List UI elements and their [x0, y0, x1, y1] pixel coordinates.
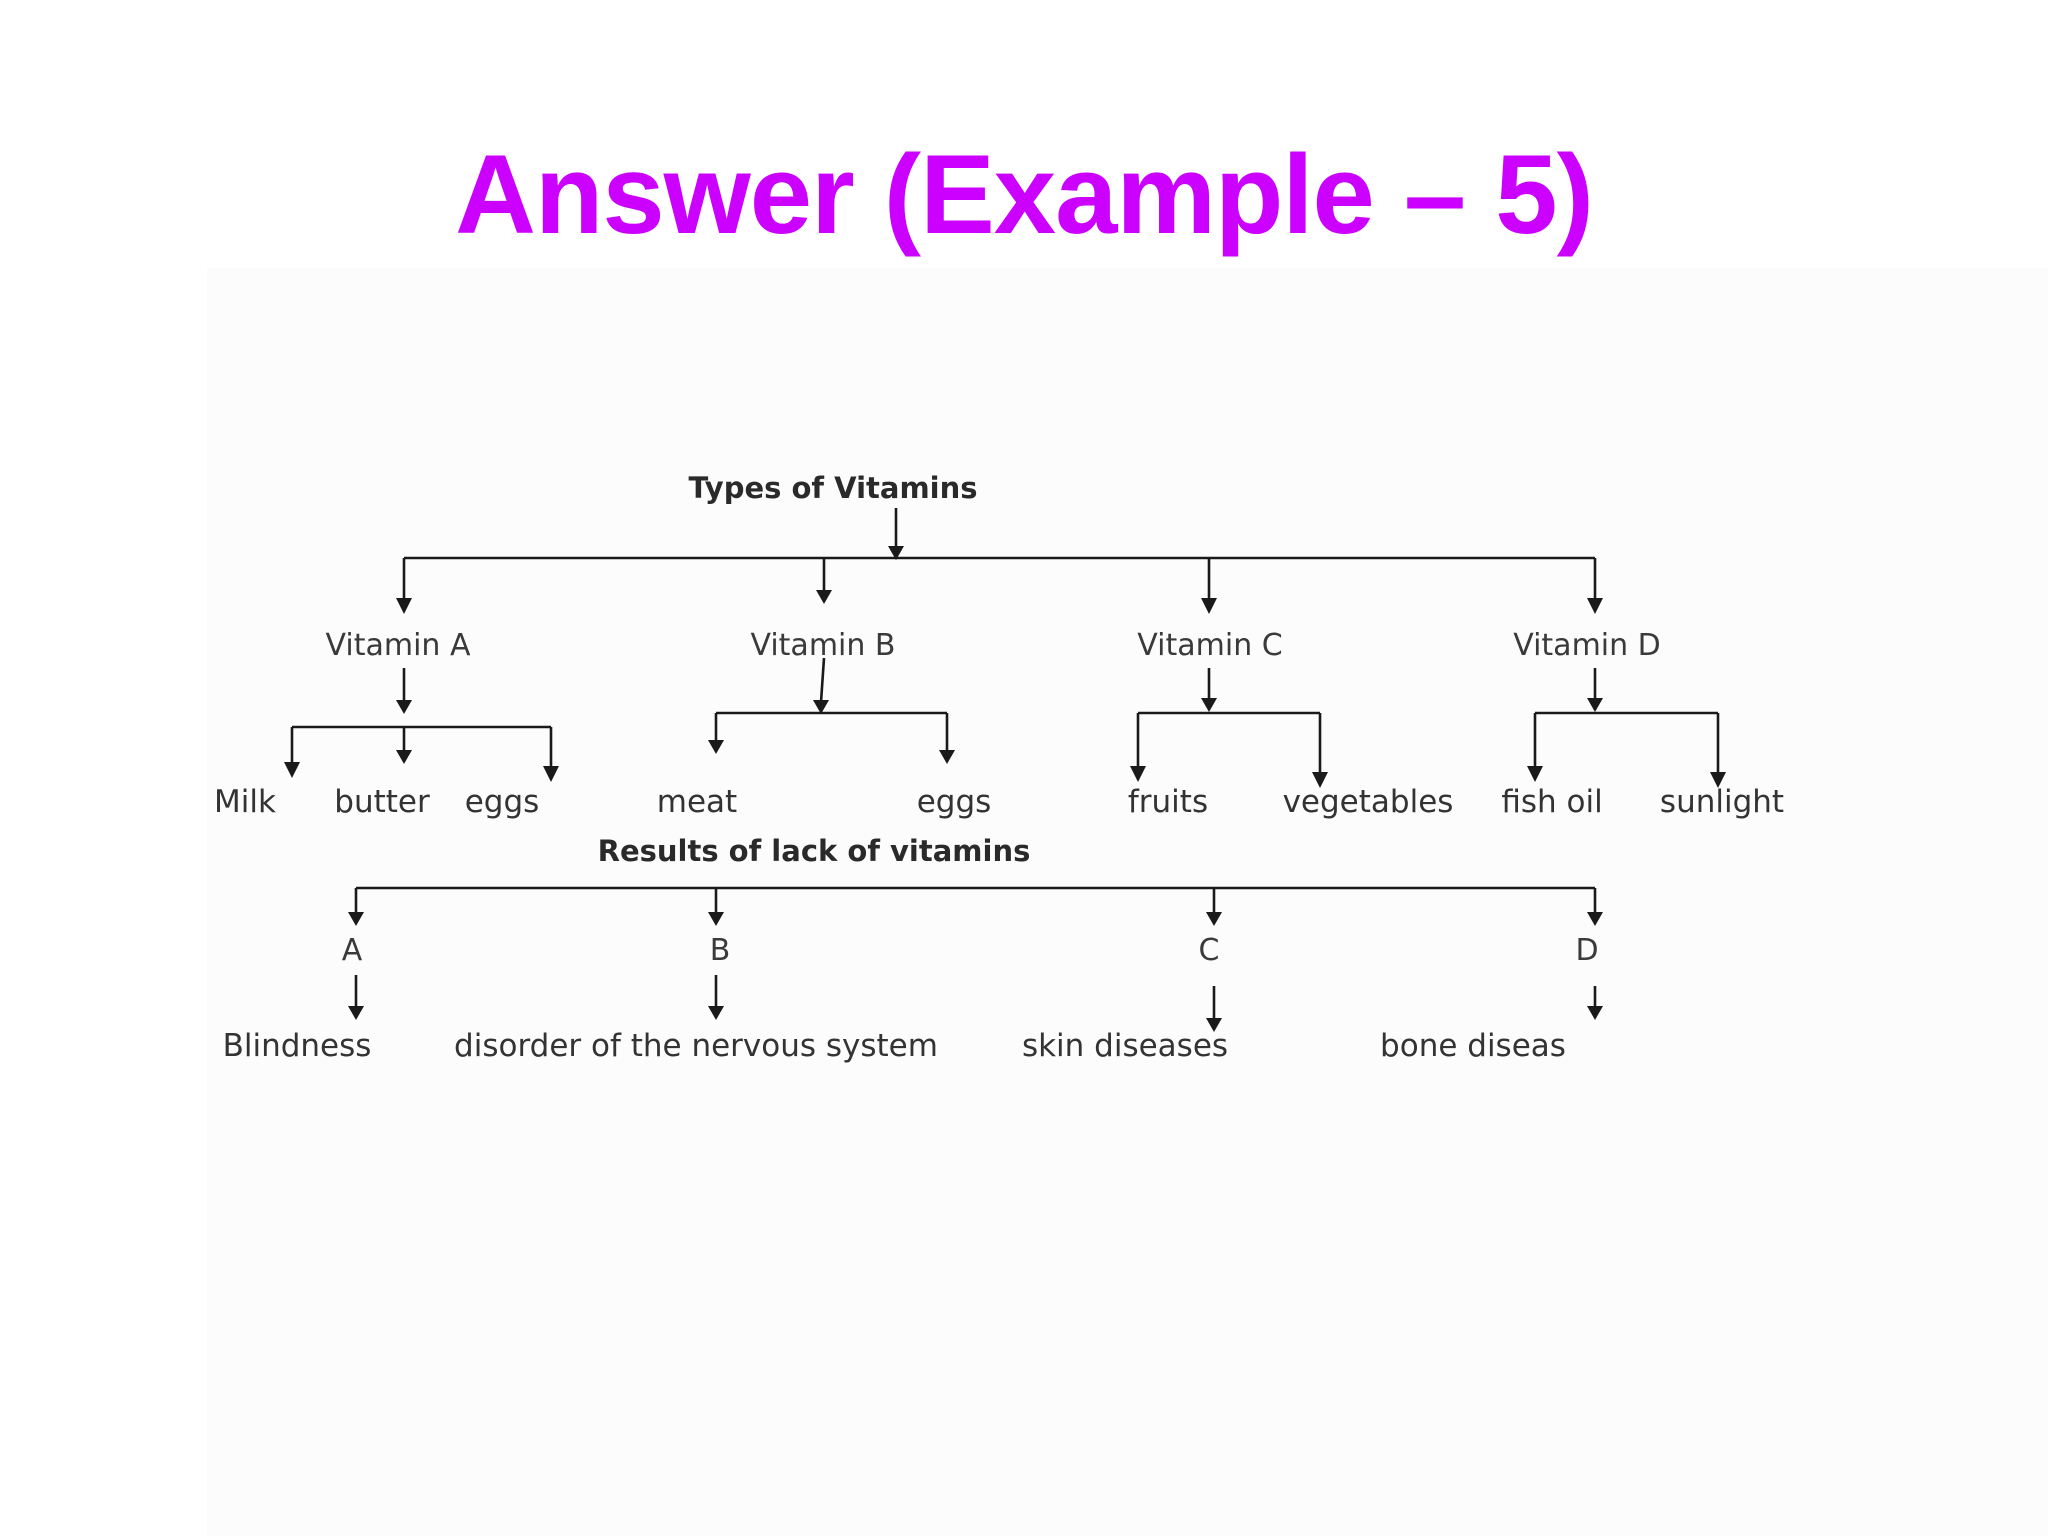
source-fish-oil: fish oil	[1501, 784, 1602, 820]
source-vegetables: vegetables	[1283, 784, 1454, 820]
source-butter: butter	[334, 784, 430, 820]
result-skin-diseases: skin diseases	[1022, 1028, 1228, 1064]
vitamin-label-c: Vitamin C	[1137, 628, 1282, 663]
root-label: Types of Vitamins	[688, 471, 977, 505]
source-eggs-a: eggs	[465, 784, 540, 820]
source-sunlight: sunlight	[1660, 784, 1784, 820]
result-nervous-disorder: disorder of the nervous system	[454, 1028, 938, 1064]
source-milk: Milk	[214, 784, 276, 820]
source-fruits: fruits	[1128, 784, 1208, 820]
source-eggs-b: eggs	[917, 784, 992, 820]
deficiency-letter-b: B	[710, 933, 731, 968]
result-bone-disease: bone diseas	[1380, 1028, 1566, 1064]
slide-title: Answer (Example – 5)	[455, 132, 1594, 257]
vitamin-label-a: Vitamin A	[326, 628, 471, 663]
results-title: Results of lack of vitamins	[598, 834, 1031, 868]
connector-lines	[290, 508, 1720, 1020]
deficiency-letter-d: D	[1575, 933, 1598, 968]
deficiency-letter-a: A	[342, 933, 363, 968]
arrow-heads	[284, 546, 1726, 1032]
vitamin-label-d: Vitamin D	[1513, 628, 1661, 663]
result-blindness: Blindness	[223, 1028, 372, 1064]
deficiency-letter-c: C	[1199, 933, 1220, 968]
source-meat: meat	[657, 784, 737, 820]
vitamin-label-b: Vitamin B	[750, 628, 895, 663]
diagram-background	[207, 268, 2048, 1536]
